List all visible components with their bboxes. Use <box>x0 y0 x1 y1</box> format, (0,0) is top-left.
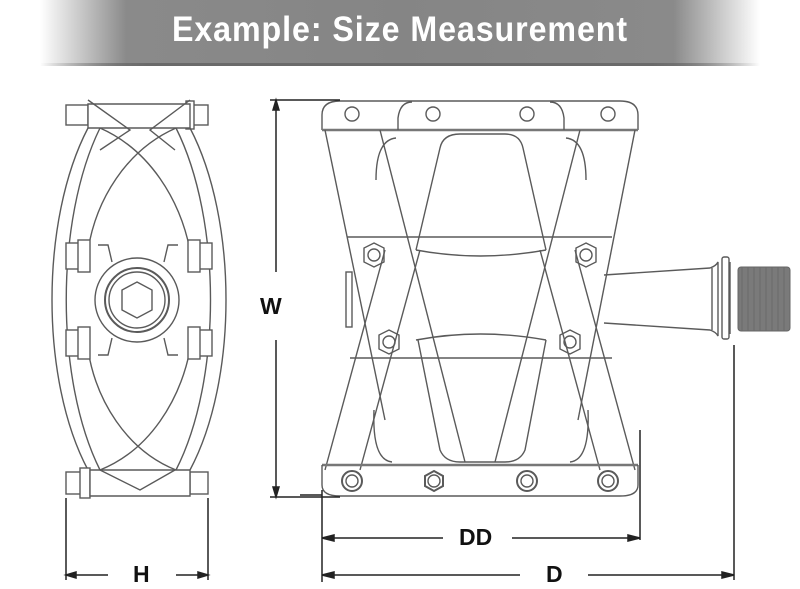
spindle-thread <box>737 266 791 332</box>
dimension-label-h: H <box>133 561 150 587</box>
h-dimension-lines <box>63 498 211 580</box>
dimension-label-w: W <box>260 293 282 319</box>
dimension-label-dd: DD <box>459 524 493 550</box>
title-banner <box>40 0 760 66</box>
top-view-dimension-lines <box>270 97 735 582</box>
dimension-label-d: D <box>546 561 563 587</box>
page-title: Example: Size Measurement <box>171 10 629 49</box>
